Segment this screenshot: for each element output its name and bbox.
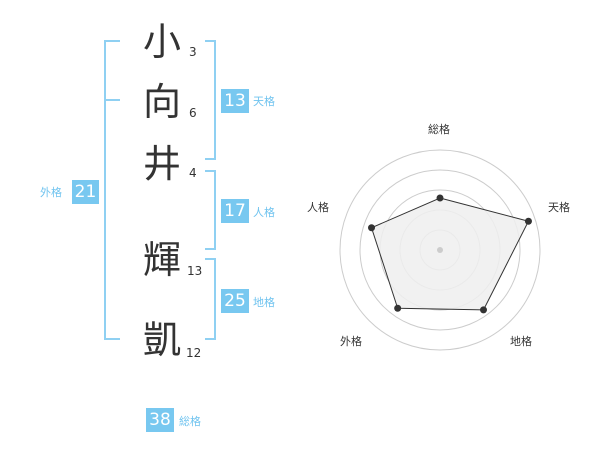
stroke-count-3: 4 [189,166,197,180]
radar-chart [339,149,541,351]
radar-center-dot [437,247,443,253]
soukaku-score: 38 [146,408,174,432]
chikaku-score: 25 [221,289,249,313]
name-char-1: 小 [142,20,181,64]
radar-label-tenkaku: 天格 [548,201,570,214]
stroke-count-1: 3 [189,45,197,59]
name-char-3: 井 [142,142,181,186]
name-char-2: 向 [142,80,181,124]
jinkaku-score: 17 [221,199,249,223]
gaikaku-label: 外格 [40,186,62,199]
radar-label-jinkaku: 人格 [307,201,329,214]
radar-point [436,194,444,202]
stroke-count-2: 6 [189,106,197,120]
jinkaku-label: 人格 [253,206,275,219]
radar-point [479,306,487,314]
name-char-4: 輝 [142,238,181,282]
soukaku-label: 総格 [179,415,201,428]
tenkaku-label: 天格 [253,95,275,108]
radar-label-gaikaku: 外格 [340,335,362,348]
chikaku-label: 地格 [253,296,275,309]
gaikaku-score: 21 [72,180,99,204]
radar-point [524,217,532,225]
radar-label-chikaku: 地格 [510,335,532,348]
name-char-5: 凱 [142,318,181,362]
radar-point [368,224,376,232]
radar-ring [359,169,521,331]
tenkaku-score: 13 [221,89,249,113]
stroke-count-4: 13 [187,264,203,278]
stroke-count-5: 12 [186,346,202,360]
radar-label-soukaku: 総格 [428,123,450,136]
radar-point [394,304,402,312]
radar-polygon [370,197,530,311]
